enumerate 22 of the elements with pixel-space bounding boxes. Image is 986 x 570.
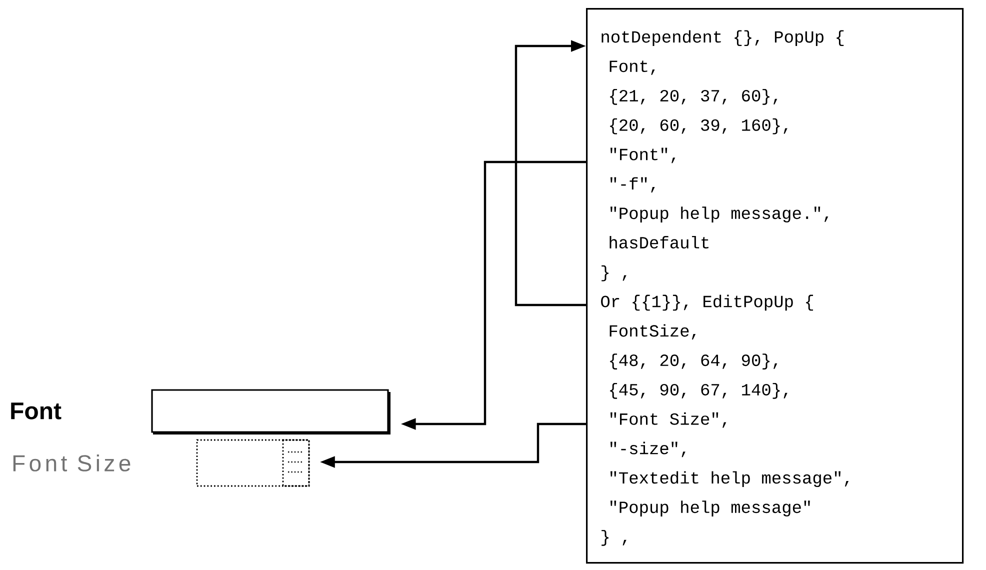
code-line: "Popup help message.",	[610, 206, 828, 222]
code-line: Or {{1}}, EditPopUp {	[601, 294, 813, 311]
code-line: "Textedit help message",	[610, 471, 849, 488]
code-line: "-f",	[610, 177, 655, 193]
code-line: } ,	[602, 265, 626, 282]
code-line: notDependent {}, PopUp {	[602, 30, 844, 46]
code-line: {48, 20, 64, 90},	[610, 354, 778, 370]
code-line: {45, 90, 67, 140},	[610, 383, 788, 399]
code-line: "Popup help message"	[610, 500, 810, 516]
field-label: Font	[11, 402, 62, 420]
arrow	[514, 40, 586, 306]
code-line: } ,	[602, 530, 626, 546]
code-line: FontSize,	[610, 324, 696, 340]
field-label: Font Size	[13, 454, 130, 472]
code-line: "-size",	[610, 442, 686, 458]
code-line: {21, 20, 37, 60},	[610, 89, 778, 105]
code-line: {20, 60, 39, 160},	[610, 118, 788, 134]
code-line: "Font",	[610, 148, 676, 164]
code-line: hasDefault	[610, 236, 708, 248]
code-listing-box	[586, 8, 964, 564]
code-line: "Font Size",	[610, 412, 726, 428]
code-line: Font,	[610, 60, 655, 75]
